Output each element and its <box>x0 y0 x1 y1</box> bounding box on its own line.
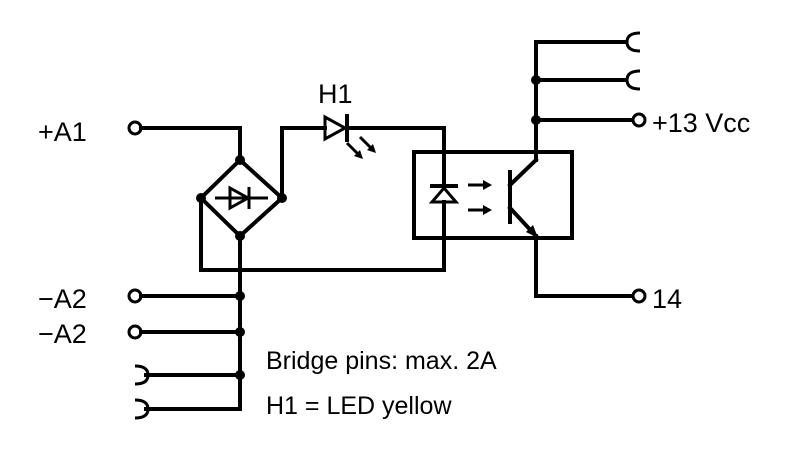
junction-dot <box>235 370 245 380</box>
wire-bridge-minus-to-coupler <box>199 196 446 272</box>
optocoupler-box <box>412 150 574 240</box>
terminal-14-circle <box>631 288 647 304</box>
junction-dot <box>531 75 541 85</box>
opto-light-arrowhead-1 <box>483 180 492 190</box>
note-led-yellow: H1 = LED yellow <box>266 392 452 420</box>
opto-led-triangle <box>428 185 460 204</box>
junction-dot <box>235 291 245 301</box>
terminal-a1-label: +A1 <box>38 117 87 147</box>
terminal-a2-bottom-label: −A2 <box>38 319 87 349</box>
wire-a1 <box>139 126 242 162</box>
junction-dot <box>235 231 245 241</box>
wire-bridge-plus-to-led <box>280 126 327 200</box>
wire-out-14 <box>534 234 634 298</box>
led-arrowhead-2 <box>367 144 376 153</box>
opto-light-arrowhead-2 <box>483 205 492 215</box>
junction-dot <box>235 155 245 165</box>
junction-dot <box>531 115 541 125</box>
bridge-diode-triangle <box>228 185 252 211</box>
terminal-vcc-circle <box>631 112 647 128</box>
junction-dot <box>235 327 245 337</box>
led-arrowhead-1 <box>354 150 363 159</box>
terminal-a2-top-label: −A2 <box>38 284 87 314</box>
junction-dot <box>196 193 206 203</box>
junction-dot <box>277 193 287 203</box>
terminal-vcc-label: +13 Vcc <box>652 108 750 138</box>
phototransistor-collector <box>507 157 539 188</box>
led-h1-triangle <box>323 114 349 142</box>
led-h1-label: H1 <box>318 79 353 109</box>
output-hook-1 <box>625 31 641 53</box>
wire-bridge-bus <box>144 234 242 411</box>
terminal-14-label: 14 <box>652 284 682 314</box>
note-bridge-pins: Bridge pins: max. 2A <box>266 347 497 375</box>
output-hook-2 <box>625 69 641 91</box>
